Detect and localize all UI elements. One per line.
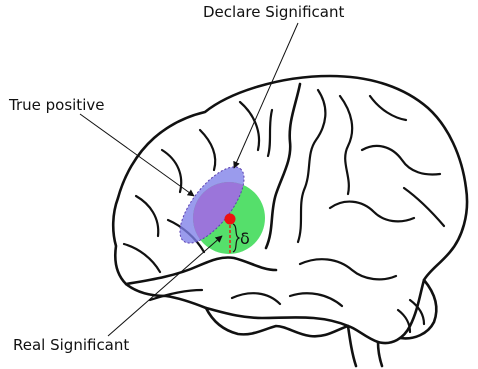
gyrus-fold (340, 96, 352, 194)
gyrus-fold (200, 130, 215, 170)
gyrus-fold (298, 90, 325, 242)
gyrus-fold (330, 202, 414, 222)
real-significant-pointer (108, 236, 222, 336)
temporal-lobe-edge (206, 308, 348, 326)
declare-significant-pointer (234, 23, 298, 168)
true-positive-label: True positive (9, 98, 104, 113)
brain-stem (378, 342, 382, 366)
central-sulcus (266, 84, 300, 248)
gyrus-fold (290, 293, 342, 306)
gyrus-fold (362, 146, 440, 175)
real-significant-label: Real Significant (13, 338, 129, 353)
declare-significant-label: Declare Significant (203, 5, 344, 20)
gyrus-fold (240, 102, 259, 150)
brain-stem (348, 326, 356, 366)
gyrus-fold (370, 96, 406, 120)
gyrus-fold (268, 110, 272, 156)
real-center-point (225, 214, 236, 225)
delta-label: δ (240, 231, 250, 247)
gyrus-fold (232, 293, 280, 304)
gyrus-fold (136, 196, 158, 236)
gyrus-fold (300, 259, 396, 279)
gyrus-fold (162, 150, 181, 192)
true-positive-pointer (80, 114, 194, 196)
gyrus-fold (124, 244, 160, 272)
sylvian-fissure (126, 257, 276, 284)
